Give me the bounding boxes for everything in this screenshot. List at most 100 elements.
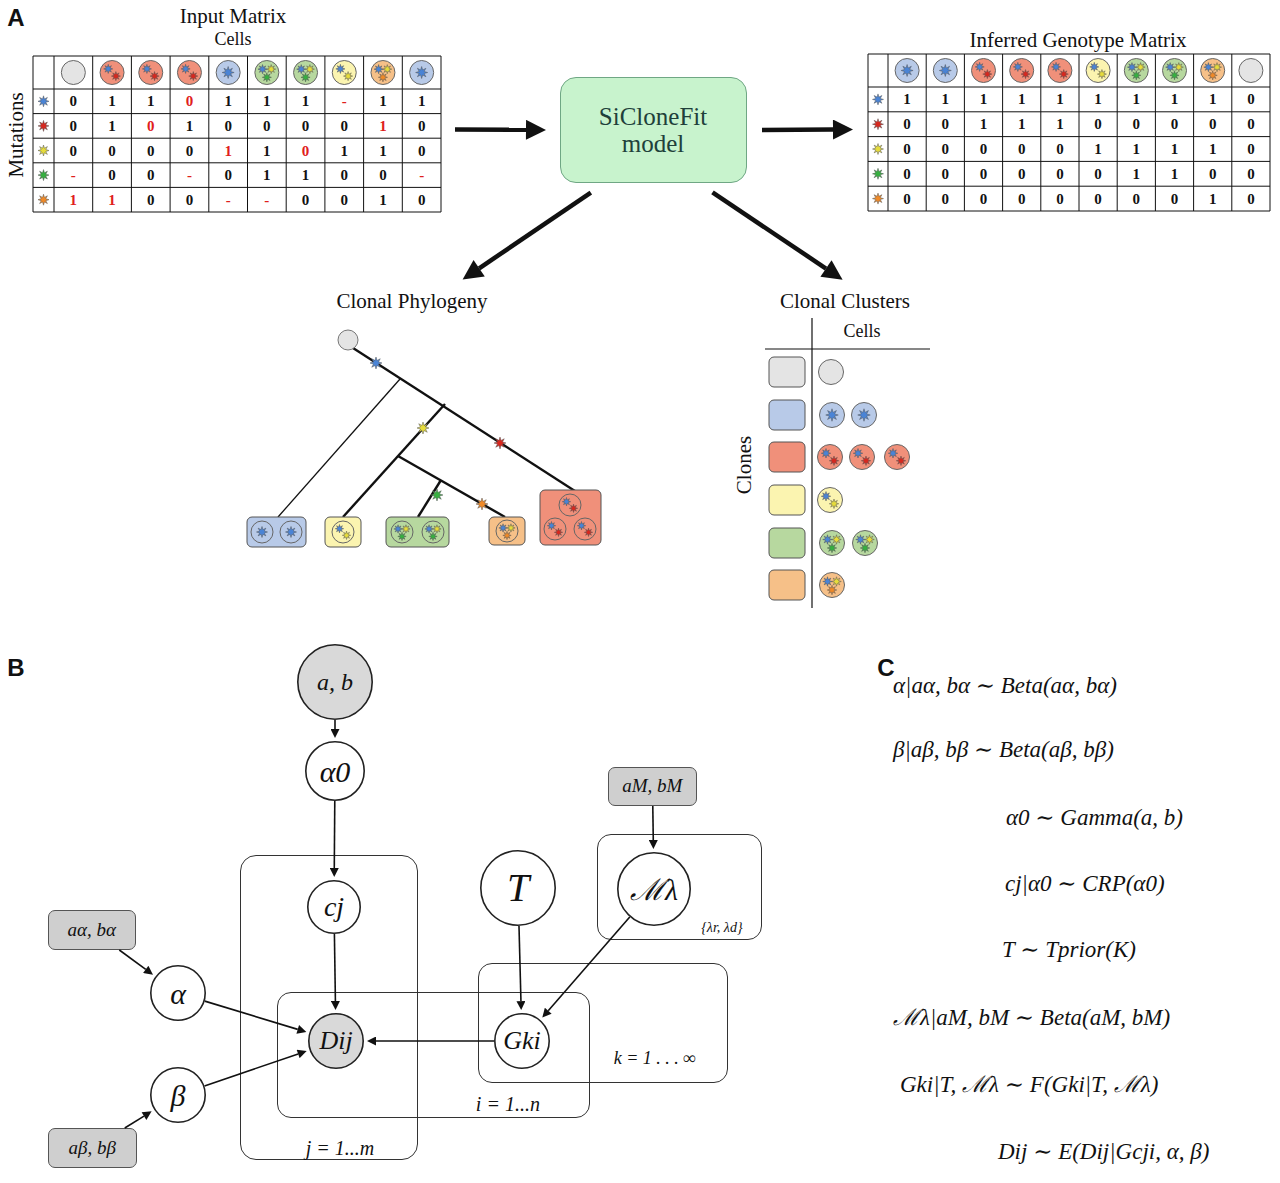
matrix-value: 0 [418,191,426,208]
mutation-star [431,489,443,501]
mutation-star [507,524,515,532]
connector [125,1116,144,1128]
tree-branch [343,404,445,517]
matrix-value: 0 [980,166,988,183]
connector [204,1054,298,1086]
mutation-star [433,525,441,533]
matrix-grid-line [868,54,869,211]
matrix-value: 1 [1133,166,1141,183]
matrix-grid-line [33,138,441,139]
mutation-star [865,535,875,545]
mutation-star [861,456,871,466]
matrix-value: 0 [1171,190,1179,207]
mutation-star [1204,63,1213,72]
matrix-value: 1 [379,191,387,208]
matrix-grid-line [1117,54,1118,211]
cell-icon [1086,59,1110,83]
equation: ℳλ|aM, bM ∼ Beta(aM, bM) [893,1005,1170,1030]
plate: k = 1 . . . ∞Gki [478,963,728,1083]
mutation-star [342,531,350,539]
matrix-value: 0 [70,93,78,110]
cell-icon [574,518,596,540]
matrix-value: 1 [379,118,387,135]
matrix-grid-line [1079,54,1080,211]
matrix-value: 0 [1247,190,1255,207]
mutation-star [38,170,49,181]
equation: Gki|T, ℳλ ∼ F(Gki|T, ℳλ) [900,1072,1158,1097]
variable-node: T [480,850,556,926]
node-circle [495,1014,549,1068]
cell-icon [1163,59,1187,83]
clusters-panel: Clonal Clusters [740,288,935,610]
cell-icon [820,573,845,598]
clone-box [325,517,361,547]
node-label: T [507,866,529,910]
mutation-star [142,64,151,73]
node-circle [309,1014,363,1068]
matrix-value: 1 [1171,166,1179,183]
mutation-star [38,96,49,107]
mutation-star [1097,70,1106,79]
matrix-value: 0 [1018,166,1026,183]
equation: Dij ∼ E(Dij|Gcji, α, β) [998,1139,1209,1164]
matrix-grid-line [54,56,55,212]
matrix-grid-line [868,186,1270,187]
matrix-value: 0 [1018,190,1026,207]
mutation-star [547,522,555,530]
matrix-value: 1 [1094,141,1102,158]
clone-box [489,517,525,545]
connector [455,127,526,132]
mutation-star [821,492,831,502]
mutation-star [429,532,437,540]
matrix-value: 0 [224,167,232,184]
mutation-star [181,64,190,73]
mutation-star [1021,70,1030,79]
matrix-value: 1 [1133,91,1141,108]
tree-branch [398,456,505,517]
mutation-star [1208,71,1217,80]
matrix-value: 0 [108,167,116,184]
matrix-grid-line [33,212,441,213]
matrix-value: 0 [1133,116,1141,133]
matrix-grid-line [33,162,441,163]
matrix-grid-line [964,54,965,211]
matrix-value: 0 [224,118,232,135]
clone-swatch [769,528,805,558]
node-circle [618,853,690,925]
cell-icon [332,521,354,543]
connector [652,806,654,840]
node-label: aβ, bβ [69,1137,116,1158]
equation: T ∼ Tprior(K) [1002,937,1136,962]
cell-icon [61,61,85,85]
mutation-star [150,72,159,81]
axis-label: Mutations [5,92,28,177]
mutation-star [370,357,382,369]
matrix-value: 0 [341,118,349,135]
matrix-grid-line [92,56,93,212]
cell-icon [100,61,124,85]
matrix-value: 0 [903,166,911,183]
mutation-star [554,528,562,536]
matrix-value: 0 [1133,190,1141,207]
cell-icon [819,360,844,385]
matrix-value: 1 [70,191,78,208]
cell-icon [853,531,878,556]
mutation-star [503,531,511,539]
mutation-star [829,499,839,509]
mutation-star [335,525,343,533]
node-label: k = 1 . . . ∞ [614,1049,696,1069]
matrix-value: 0 [1247,166,1255,183]
matrix-grid-line [33,187,441,188]
mutation-star [1132,71,1141,80]
cell-icon [895,59,919,83]
matrix-value: 1 [903,91,911,108]
matrix-value: - [226,191,231,208]
matrix-value: - [71,167,76,184]
matrix-value: 0 [147,118,155,135]
mutation-star [374,65,383,74]
mutation-star [873,168,884,179]
connector [334,934,335,1001]
matrix-grid-line [33,56,441,57]
panel-letter: C [877,655,894,681]
